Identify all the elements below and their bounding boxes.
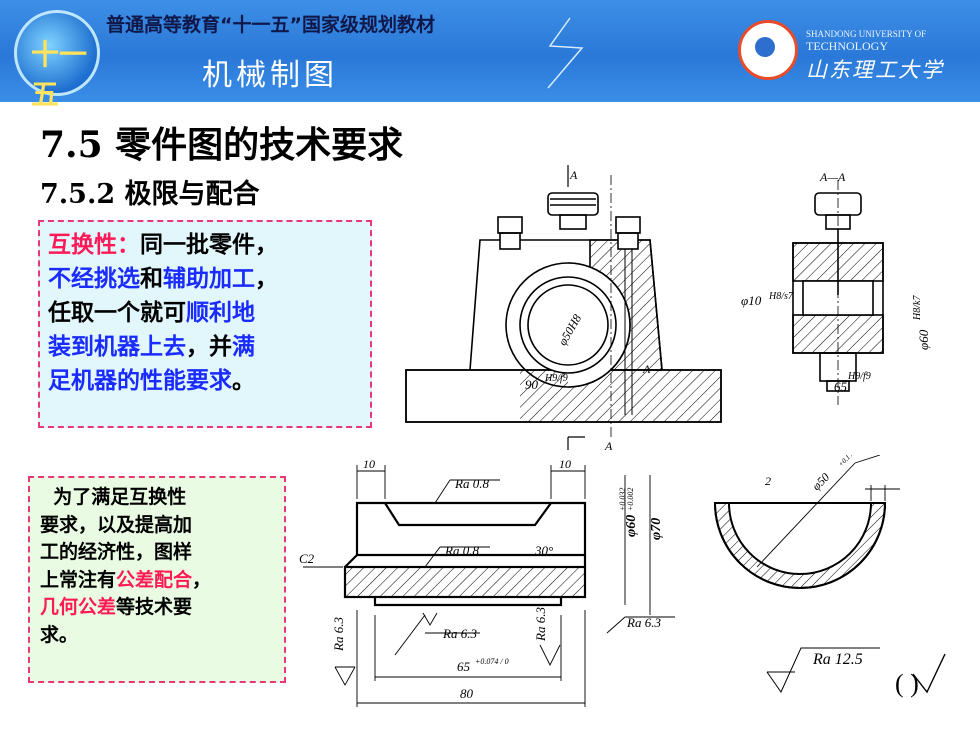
half-bearing-dimension-lines (756, 455, 900, 568)
diameter-60-upper-tol: +0.032 (618, 488, 627, 511)
logo-text: 十一五 (31, 38, 88, 111)
section-label-side: A (642, 362, 651, 376)
dim-65: 65 (457, 659, 471, 674)
fit-10-tolerance: H8/s7 (768, 291, 794, 302)
note-line-3: 工的经济性，图样 (40, 541, 193, 563)
bushing-dimension-lines (303, 465, 675, 707)
dim-2: 2 (765, 474, 771, 488)
roughness-left: Ra 6.3 (331, 617, 346, 652)
roughness-symbol-icon (766, 647, 880, 694)
roughness-top: Ra 0.8 (454, 476, 489, 491)
fit-60-value: φ60 (916, 329, 931, 350)
definition-line-2: 不经挑选和辅助加工， (48, 266, 278, 292)
university-english-name: SHANDONG UNIVERSITY OF TECHNOLOGY (806, 29, 927, 53)
section-heading: 7.5 零件图的技术要求 (40, 124, 404, 166)
fit-60-tolerance: H8/k7 (912, 295, 923, 321)
note-line-5: 几何公差等技术要 (40, 596, 193, 618)
diameter-70: φ70 (649, 518, 664, 540)
section-label-bottom: A (604, 439, 613, 453)
remaining-surfaces-bracket: ( ) (895, 669, 919, 698)
general-roughness-note: Ra 12.5 ( ) (766, 647, 946, 698)
note-line-1: 为了满足互换性 (53, 486, 187, 508)
diameter-50-tolerance: +0.1 / 0 (837, 455, 859, 468)
dim-65-tolerance: +0.074 / 0 (475, 657, 509, 666)
front-view (405, 165, 722, 450)
general-roughness-value: Ra 12.5 (812, 651, 863, 668)
dim-80: 80 (460, 686, 474, 701)
university-emblem-icon (738, 20, 798, 80)
roughness-bottom: Ra 6.3 (442, 626, 477, 641)
eleventh-five-year-logo: 十一五 (14, 10, 100, 111)
angle-label: 30° (534, 543, 553, 558)
fit-65-tolerance: H9/f9 (847, 371, 871, 382)
dim-10-left: 10 (363, 457, 375, 471)
check-roughness-icon (912, 653, 946, 694)
note-line-6: 求。 (40, 623, 79, 646)
dim-10-right: 10 (559, 457, 571, 471)
section-view-title: A—A (819, 170, 846, 184)
fit-90-tolerance: H9/f9 (544, 373, 568, 384)
chamfer-label: C2 (299, 551, 315, 566)
subsection-heading: 7.5.2 极限与配合 (40, 179, 260, 210)
half-bearing-outline (713, 502, 887, 589)
diameter-60: φ60 (624, 515, 639, 537)
note-line-4: 上常注有公差配合， (40, 568, 212, 591)
header-banner: 十一五 普通高等教育“十一五”国家级规划教材 机械制图 SHANDONG UNI… (0, 0, 980, 111)
fit-65-value: 65 (834, 379, 848, 394)
definition-line-5: 足机器的性能要求。 (48, 368, 255, 394)
interchangeability-definition-box: 互换性：同一批零件， 不经挑选和辅助加工， 任取一个就可顺利地 装到机器上去，并… (38, 220, 372, 428)
definition-line-3: 任取一个就可顺利地 (48, 300, 255, 326)
textbook-series-title: 普通高等教育“十一五”国家级规划教材 (106, 14, 435, 36)
side-view-a-a (792, 180, 884, 405)
zigzag-decoration (547, 17, 584, 89)
half-bearing-drawing: 2 φ50 +0.1 / 0 (713, 455, 900, 589)
tolerance-note-box: 为了满足互换性 要求，以及提高加 工的经济性，图样 上常注有公差配合， 几何公差… (28, 476, 286, 683)
roughness-mid: Ra 0.8 (444, 543, 479, 558)
section-label-top: A (569, 168, 578, 182)
roughness-outer: Ra 6.3 (626, 615, 661, 630)
fit-90-value: 90 (525, 377, 539, 392)
bushing-drawing: 10 10 Ra 0.8 Ra 0.8 Ra 6.3 Ra 6.3 Ra 6.3… (299, 457, 675, 707)
definition-line-4: 装到机器上去，并满 (48, 334, 255, 360)
course-title: 机械制图 (202, 58, 338, 93)
fit-10-value: φ10 (741, 293, 762, 308)
diameter-60-lower-tol: +0.002 (626, 488, 635, 511)
bearing-assembly-drawing: A A A φ50H8 90 H9/f9 A—A φ10 H8/s7 φ60 H… (405, 165, 931, 453)
definition-line-1: 互换性：同一批零件， (48, 232, 278, 258)
roughness-right: Ra 6.3 (533, 607, 548, 642)
note-line-2: 要求，以及提高加 (40, 513, 193, 536)
diameter-50: φ50 (809, 470, 832, 493)
university-chinese-name: 山东理工大学 (806, 58, 944, 82)
bushing-outline (343, 501, 587, 607)
